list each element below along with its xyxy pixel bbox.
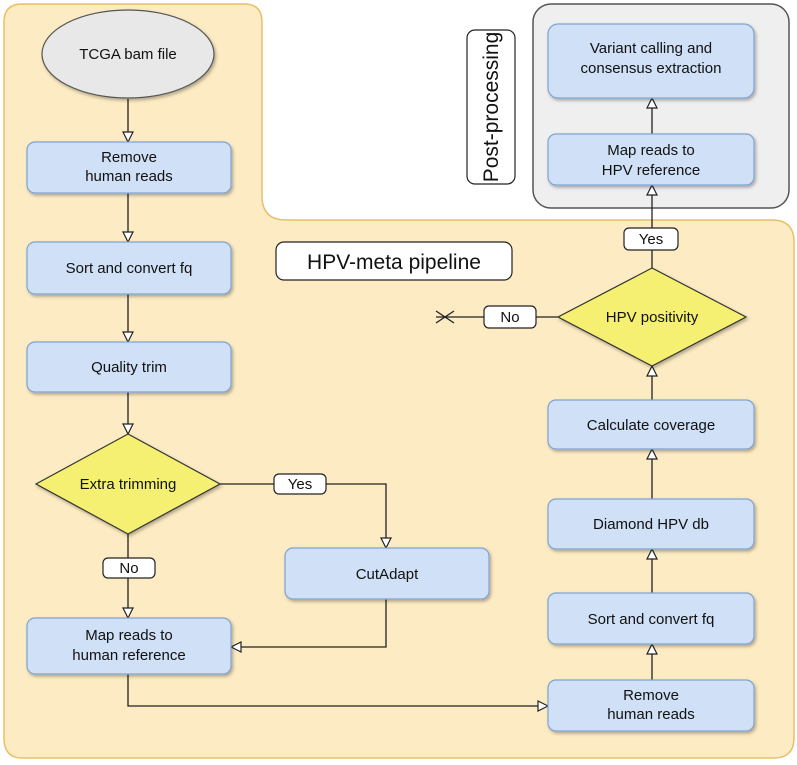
post-processing-title-box: Post-processing [466,29,516,185]
quality-trim-label: Quality trim [91,359,167,376]
variant-calling-node: Variant calling and consensus extraction [547,23,755,99]
calculate-coverage-label: Calculate coverage [587,417,715,434]
sort-convert-right-label: Sort and convert fq [588,611,715,628]
map-hpv-node: Map reads to HPV reference [547,133,755,186]
yes-pill: Yes [273,473,327,495]
extra-trimming-decision: Extra trimming [34,433,222,535]
post-processing-title: Post-processing [480,32,503,183]
map-human-node: Map reads to human reference [26,617,232,675]
remove-human-reads-right-line1: Remove [623,687,679,704]
start-label: TCGA bam file [79,46,177,63]
positivity-yes-pill: Yes [623,227,679,251]
extra-trimming-label: Extra trimming [80,476,177,493]
no-pill-label: No [119,560,138,577]
map-human-line2: human reference [72,647,185,664]
no-pill: No [102,557,156,579]
remove-human-reads-right-line2: human reads [607,706,695,723]
positivity-yes-label: Yes [639,231,663,248]
map-hpv-line2: HPV reference [602,162,700,179]
remove-human-reads-line1: Remove [101,149,157,166]
remove-human-reads-node: Remove human reads [26,141,232,194]
start-node: TCGA bam file [41,9,215,99]
sort-convert-right-node: Sort and convert fq [547,592,755,645]
hpv-positivity-decision: HPV positivity [556,267,748,367]
diamond-hpv-label: Diamond HPV db [593,516,709,533]
variant-calling-line1: Variant calling and [590,40,712,57]
calculate-coverage-node: Calculate coverage [547,399,755,450]
cutadapt-label: CutAdapt [356,566,419,583]
map-human-line1: Map reads to [85,627,173,644]
stop-x-icon [435,310,455,324]
connectors [128,98,652,706]
remove-human-reads-line2: human reads [85,168,173,185]
map-hpv-line1: Map reads to [607,142,695,159]
hpv-positivity-label: HPV positivity [606,309,699,326]
positivity-no-pill: No [483,305,537,329]
cutadapt-node: CutAdapt [284,547,490,600]
sort-convert-left-label: Sort and convert fq [66,260,193,277]
remove-human-reads-right-node: Remove human reads [547,679,755,732]
sort-convert-left-node: Sort and convert fq [26,241,232,295]
diamond-hpv-node: Diamond HPV db [547,498,755,550]
pipeline-title: HPV-meta pipeline [307,251,481,274]
quality-trim-node: Quality trim [26,341,232,393]
variant-calling-line2: consensus extraction [581,60,722,77]
positivity-no-label: No [500,309,519,326]
yes-pill-label: Yes [288,476,312,493]
pipeline-title-box: HPV-meta pipeline [275,241,513,281]
